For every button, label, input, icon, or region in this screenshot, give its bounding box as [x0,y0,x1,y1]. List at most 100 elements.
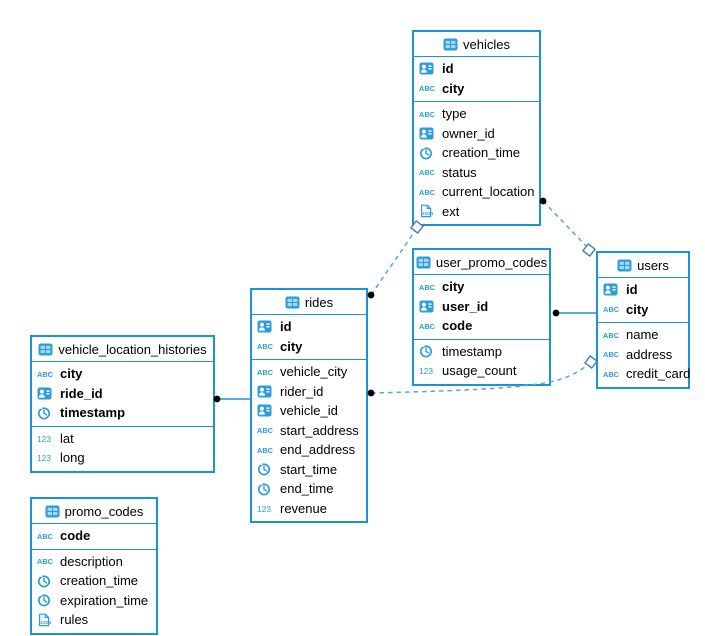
field-name: credit_card [626,366,691,382]
number-123-icon: 123 [257,501,275,515]
id-card-icon [419,299,437,313]
id-card-icon [257,320,275,334]
abc-text-icon: ABC [419,185,437,199]
field-row-promo_codes-expiration_time[interactable]: expiration_time [32,591,156,611]
svg-text:123: 123 [37,453,51,463]
field-row-rides-end_time[interactable]: end_time [252,479,366,499]
field-row-vehicle_location_histories-timestamp[interactable]: timestamp [32,403,213,423]
field-row-vehicles-id[interactable]: id [414,59,539,79]
field-name: city [280,338,303,354]
field-name: type [442,106,467,122]
field-row-users-credit_card[interactable]: ABC credit_card [598,364,691,384]
abc-text-icon: ABC [257,423,275,437]
table-header-vehicle_location_histories[interactable]: vehicle_location_histories [32,337,213,362]
field-row-rides-city[interactable]: ABC city [252,337,366,357]
json-document-icon: JSON [37,613,55,627]
number-123-icon: 123 [37,451,55,465]
id-card-icon [419,62,437,76]
abc-text-icon: ABC [419,280,437,294]
field-name: creation_time [60,573,139,589]
svg-text:ABC: ABC [603,370,620,379]
field-name: timestamp [60,405,126,421]
field-name: usage_count [442,363,517,379]
field-row-user_promo_codes-city[interactable]: ABC city [414,277,549,297]
table-icon [285,295,300,309]
clock-icon [37,405,55,420]
svg-text:123: 123 [37,434,51,444]
relation-dot-marker [367,291,375,299]
abc-text-icon: ABC [419,107,437,121]
field-row-rides-id[interactable]: id [252,317,366,337]
field-name: owner_id [442,125,495,141]
field-row-rides-vehicle_id[interactable]: vehicle_id [252,401,366,421]
id-card-icon [257,384,275,398]
field-row-vehicles-creation_time[interactable]: creation_time [414,143,539,163]
field-row-user_promo_codes-timestamp[interactable]: timestamp [414,342,549,362]
table-header-vehicles[interactable]: vehicles [414,32,539,57]
abc-text-icon: ABC [37,367,55,381]
svg-text:ABC: ABC [419,188,436,197]
abc-text-icon: ABC [419,81,437,95]
table-title: vehicle_location_histories [58,341,207,357]
field-row-user_promo_codes-user_id[interactable]: user_id [414,297,549,317]
table-header-users[interactable]: users [598,253,688,278]
field-row-vehicle_location_histories-ride_id[interactable]: ride_id [32,384,213,404]
number-123-icon: 123 [37,431,55,445]
table-header-user_promo_codes[interactable]: user_promo_codes [414,250,549,275]
field-name: rider_id [280,383,324,399]
field-row-users-id[interactable]: id [598,280,688,300]
clock-icon [257,462,275,476]
field-row-vehicles-type[interactable]: ABC type [414,104,539,124]
table-header-promo_codes[interactable]: promo_codes [32,499,156,524]
svg-text:123: 123 [257,504,271,514]
table-icon [617,258,632,272]
table-icon [416,255,431,269]
field-row-promo_codes-creation_time[interactable]: creation_time [32,571,156,591]
abc-text-icon: ABC [37,554,55,568]
svg-text:123: 123 [419,366,433,376]
svg-text:ABC: ABC [257,342,274,351]
table-header-rides[interactable]: rides [252,290,366,315]
field-name: status [442,164,477,180]
field-row-rides-rider_id[interactable]: rider_id [252,382,366,402]
field-row-vehicles-owner_id[interactable]: owner_id [414,124,539,144]
svg-text:ABC: ABC [419,110,436,119]
id-card-icon [419,126,437,140]
field-row-user_promo_codes-usage_count[interactable]: 123 usage_count [414,361,549,381]
clock-icon [419,344,437,358]
field-name: city [442,279,465,295]
abc-text-icon: ABC [603,328,621,342]
field-row-rides-start_time[interactable]: start_time [252,460,366,480]
